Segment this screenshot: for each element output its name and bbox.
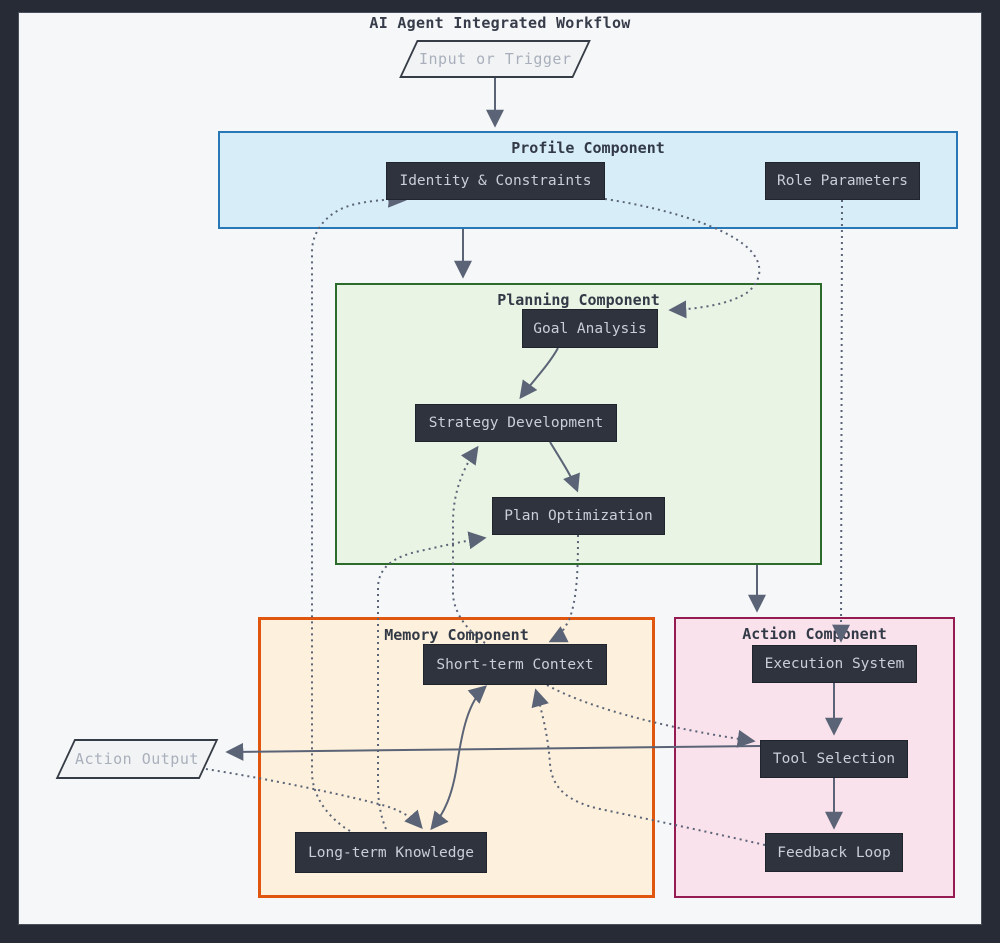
edge-shortterm-to-strategy bbox=[452, 445, 486, 644]
node-feedback-loop: Feedback Loop bbox=[765, 833, 903, 872]
node-action-output-label: Action Output bbox=[75, 750, 199, 768]
edge-shortterm-to-tool bbox=[546, 684, 756, 748]
diagram-title: AI Agent Integrated Workflow bbox=[369, 14, 631, 32]
group-profile-label: Profile Component bbox=[511, 139, 665, 157]
node-input-or-trigger-label: Input or Trigger bbox=[418, 50, 572, 68]
edge-strategy-to-planopt bbox=[549, 441, 580, 493]
node-identity-constraints: Identity & Constraints bbox=[386, 162, 605, 200]
edge-shortterm-longterm-bidirectional bbox=[430, 685, 488, 831]
edge-longterm-to-identity bbox=[311, 189, 407, 832]
node-role-parameters: Role Parameters bbox=[765, 162, 920, 200]
group-action-label: Action Component bbox=[742, 625, 887, 643]
group-memory-label: Memory Component bbox=[384, 626, 529, 644]
edge-goal-to-strategy bbox=[519, 347, 559, 400]
node-execution-system: Execution System bbox=[752, 645, 917, 683]
edge-feedback-to-shortterm bbox=[531, 688, 766, 846]
edge-identity-to-goal bbox=[604, 198, 761, 319]
node-strategy-development: Strategy Development bbox=[415, 404, 617, 442]
edge-tool-to-action-output bbox=[225, 742, 761, 761]
edge-role-to-execution bbox=[832, 199, 851, 643]
node-action-output: Action Output bbox=[55, 739, 219, 779]
node-long-term-knowledge: Long-term Knowledge bbox=[295, 832, 487, 873]
edge-actionoutput-to-longterm bbox=[205, 768, 423, 830]
edge-planopt-to-shortterm bbox=[548, 534, 579, 643]
node-goal-analysis: Goal Analysis bbox=[522, 309, 658, 348]
edge-longterm-to-planopt bbox=[377, 531, 487, 830]
node-short-term-context: Short-term Context bbox=[423, 644, 607, 685]
group-planning-label: Planning Component bbox=[497, 291, 660, 309]
node-input-or-trigger: Input or Trigger bbox=[399, 40, 591, 78]
node-plan-optimization: Plan Optimization bbox=[492, 497, 665, 535]
node-tool-selection: Tool Selection bbox=[760, 740, 908, 778]
